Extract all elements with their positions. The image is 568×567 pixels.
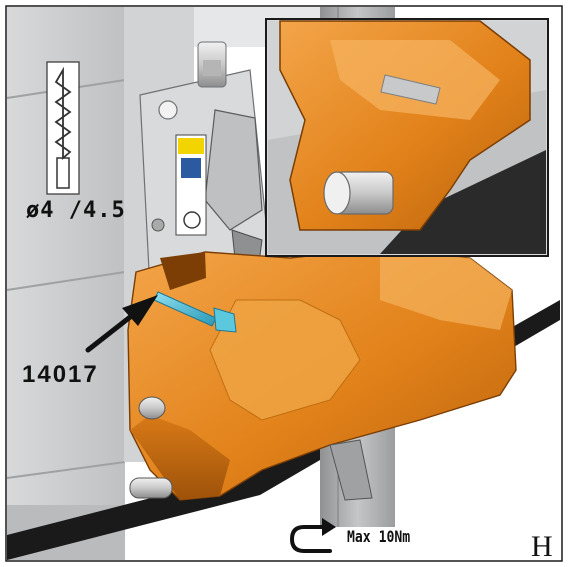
inset-slot-pin: [380, 74, 441, 105]
screw-head: [213, 307, 237, 333]
rail-foot: [329, 439, 373, 501]
bracket-hole: [158, 100, 178, 120]
cover-pin: [138, 396, 166, 420]
warning-label-yellow: [178, 138, 204, 154]
cover-highlight: [209, 299, 361, 421]
warning-label-logo: [181, 158, 201, 178]
main-view: [5, 5, 563, 562]
inset-cover-highlight: [330, 40, 500, 120]
warning-label-seal: [183, 211, 201, 229]
cover-slot: [160, 252, 206, 290]
roller-pin: [129, 477, 173, 499]
step-letter: H: [531, 530, 553, 563]
pointer-arrow-icon: [85, 295, 158, 353]
panel-seam: [6, 461, 126, 479]
screw-14017: [153, 291, 237, 333]
bracket-screw: [151, 218, 165, 232]
drill-size-label: ø4 /4.5: [26, 198, 126, 223]
spring-arm: [204, 109, 263, 231]
inset-pin-end: [323, 171, 351, 215]
detail-inset: [265, 18, 549, 257]
torque-label: Max 10Nm: [347, 527, 411, 546]
drill-bit-icon: [46, 61, 80, 195]
bracket-assembly: [139, 41, 271, 291]
panel-seam: [6, 271, 126, 291]
top-bolt-nut: [203, 60, 221, 76]
cover-lower-face: [130, 415, 230, 500]
floor-edge: [7, 300, 560, 560]
cover-top-face: [380, 250, 512, 330]
part-number-label: 14017: [22, 361, 99, 388]
rotate-clockwise-arrow-icon: [289, 518, 336, 553]
